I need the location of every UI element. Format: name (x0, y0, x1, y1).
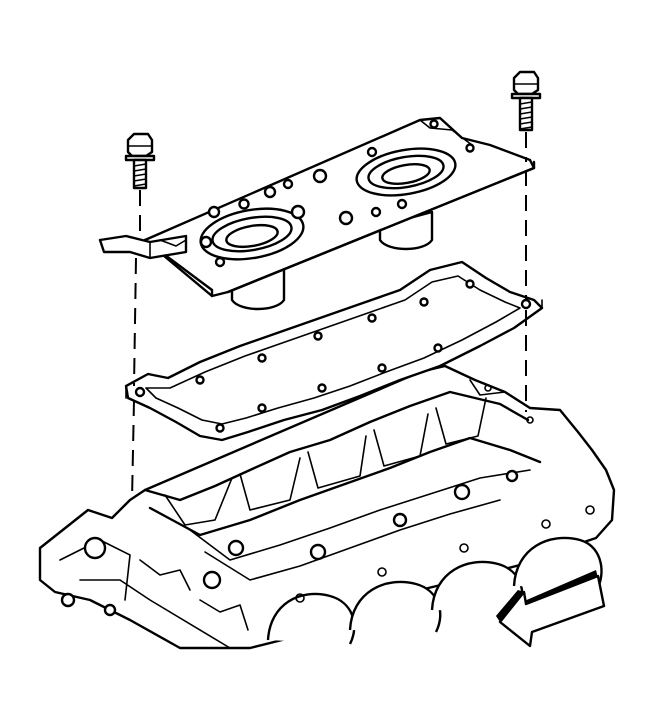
bolt-right (510, 70, 542, 132)
direction-arrow (496, 570, 606, 648)
engine-block (38, 364, 616, 650)
alignment-lines (131, 132, 527, 501)
valley-cover-plate (98, 116, 536, 311)
valley-cover-gasket (124, 260, 544, 442)
bolt-left (124, 132, 156, 190)
